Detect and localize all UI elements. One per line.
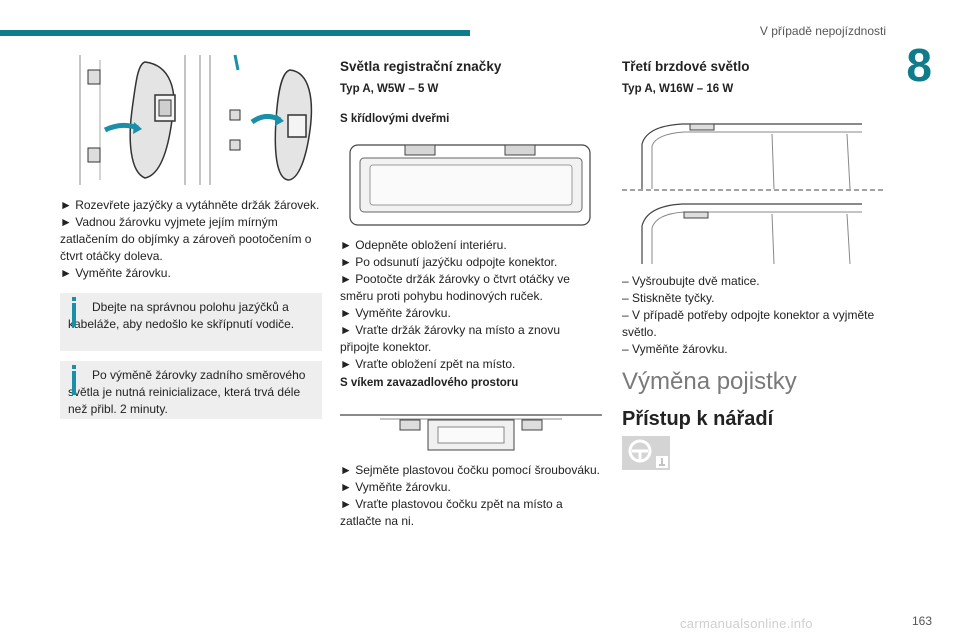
tool-kit-icon <box>622 436 670 470</box>
col1-instructions: ► Rozevřete jazýčky a vytáhněte držák žá… <box>60 197 322 282</box>
wing-doors-subtitle: S křídlovými dveřmi <box>340 113 450 125</box>
instruction-step: ► Vadnou žárovku vyjmete jejím mírným za… <box>60 215 312 263</box>
instruction-step: – Vyšroubujte dvě matice. <box>622 274 760 288</box>
instruction-step: ► Vyměňte žárovku. <box>340 306 451 320</box>
tailgate-subtitle: S víkem zavazadlového prostoru <box>340 377 519 389</box>
instruction-step: ► Po odsunutí jazýčku odpojte konektor. <box>340 255 558 269</box>
instruction-step: ► Sejměte plastovou čočku pomocí šroubov… <box>340 463 601 477</box>
plate-lamp-type: Typ A, W5W – 5 W <box>340 83 439 95</box>
instruction-step: ► Rozevřete jazýčky a vytáhněte držák žá… <box>60 198 320 212</box>
plate-lamp-title: Světla registrační značky <box>340 59 502 74</box>
tailgate-steps: ► Sejměte plastovou čočku pomocí šroubov… <box>340 462 602 530</box>
chapter-number: 8 <box>906 39 932 91</box>
instruction-step: – Vyměňte žárovku. <box>622 342 728 356</box>
instruction-step: ► Pootočte držák žárovky o čtvrt otáčky … <box>340 272 570 303</box>
instruction-step: ► Vyměňte žárovku. <box>340 480 451 494</box>
page-number: 163 <box>911 614 932 628</box>
info-box-reinit: Po výměně žárovky zadního směrového svět… <box>60 361 322 419</box>
wing-door-lamp-illustration <box>349 144 591 226</box>
info-icon-bar <box>72 303 76 327</box>
info-icon <box>72 297 76 301</box>
instruction-step: ► Vraťte plastovou čočku zpět na místo a… <box>340 497 563 528</box>
info-text: Dbejte na správnou polohu jazýčků a kabe… <box>68 300 295 331</box>
instruction-step: ► Odepněte obložení interiéru. <box>340 238 507 252</box>
tailgate-lamp-illustration <box>340 414 602 451</box>
info-text: Po výměně žárovky zadního směrového svět… <box>68 368 306 416</box>
watermark: carmanualsonline.info <box>680 616 813 631</box>
info-icon-bar <box>72 371 76 395</box>
fuse-section-heading: Výměna pojistky <box>622 368 797 395</box>
brake-light-title: Třetí brzdové světlo <box>622 59 750 74</box>
lamp-holder-illustration <box>60 50 322 190</box>
brake-light-type: Typ A, W16W – 16 W <box>622 83 734 95</box>
instruction-step: – V případě potřeby odpojte konektor a v… <box>622 308 875 339</box>
header-accent-bar <box>0 30 470 36</box>
section-title: V případě nepojízdnosti <box>759 24 886 38</box>
tools-access-heading: Přístup k nářadí <box>622 408 774 430</box>
instruction-step: – Stiskněte tyčky. <box>622 291 715 305</box>
info-icon <box>72 365 76 369</box>
info-box-wiring: Dbejte na správnou polohu jazýčků a kabe… <box>60 293 322 351</box>
brake-light-illustration <box>622 123 884 265</box>
brake-light-steps: – Vyšroubujte dvě matice. – Stiskněte ty… <box>622 273 884 358</box>
wing-doors-steps: ► Odepněte obložení interiéru. ► Po odsu… <box>340 237 602 373</box>
instruction-step: ► Vyměňte žárovku. <box>60 266 171 280</box>
instruction-step: ► Vraťte obložení zpět na místo. <box>340 357 516 371</box>
instruction-step: ► Vraťte držák žárovky na místo a znovu … <box>340 323 561 354</box>
